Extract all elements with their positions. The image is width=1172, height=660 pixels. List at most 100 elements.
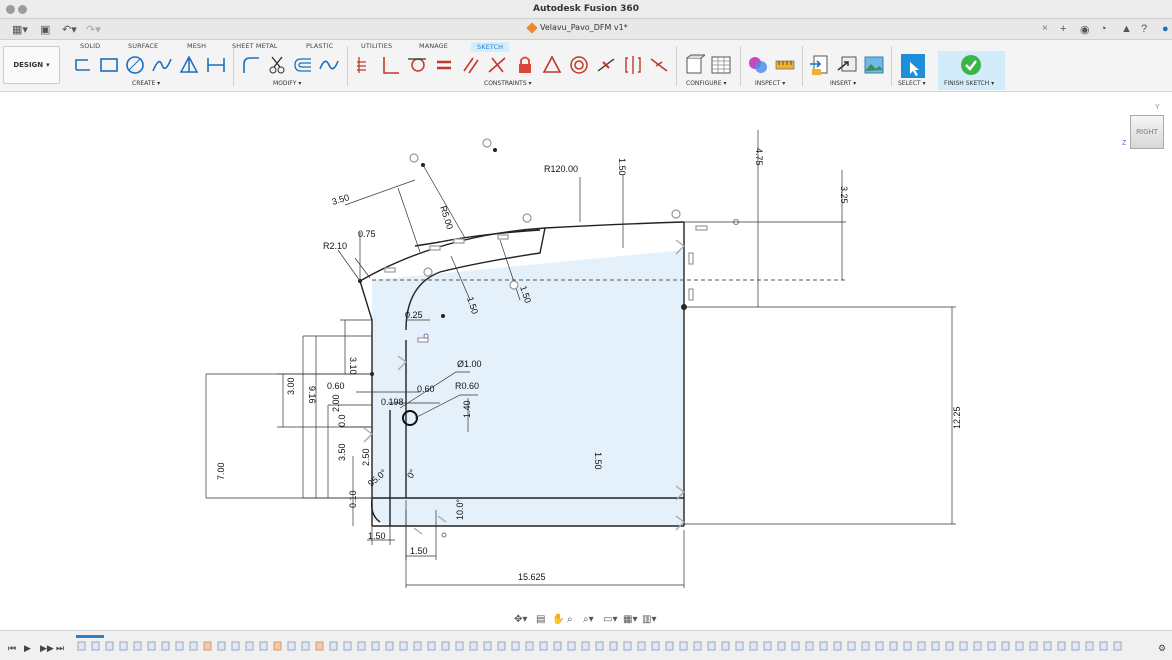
display-component-colors-icon[interactable] [747,54,769,76]
dimension-label[interactable]: 0.0 [337,414,347,427]
display-settings-icon[interactable]: ▭▾ [603,614,617,625]
dimension-label[interactable]: 9.16 [307,386,317,404]
modify-group-label[interactable]: MODIFY ▾ [273,80,302,87]
dimension-label[interactable]: 15.625 [518,572,546,582]
offset-tool-icon[interactable] [292,54,314,76]
dimension-label[interactable]: 1.50 [410,546,428,556]
timeline-feature-icons[interactable] [76,639,1156,653]
dimension-label[interactable]: 1.50 [617,158,627,176]
dimension-label[interactable]: 12.25 [952,406,962,429]
fit-icon[interactable]: ⌕▾ [583,614,594,625]
measure-icon[interactable] [774,54,796,76]
finish-sketch-checkmark-icon[interactable] [960,54,982,76]
dimension-label[interactable]: 0.198 [381,397,404,407]
parallel-constraint-icon[interactable] [460,54,482,76]
fix-constraint-icon[interactable] [514,54,536,76]
dimension-label[interactable]: R2.10 [323,241,347,251]
dimension-label[interactable]: 3.50 [331,192,351,207]
dimension-label[interactable]: 1.50 [593,452,603,470]
dimension-label[interactable]: 2.00 [331,394,341,412]
fillet-tool-icon[interactable] [240,54,262,76]
dimension-label[interactable]: 0.75 [358,229,376,239]
minimize-window-button[interactable] [18,5,27,14]
dimension-label[interactable]: 4.75 [754,148,764,166]
insert-derive-icon[interactable] [808,54,830,76]
pan-icon[interactable]: ✋ [552,612,564,625]
trim-tool-icon[interactable] [266,54,288,76]
configure-group-label[interactable]: CONFIGURE ▾ [686,80,727,87]
play-icon[interactable]: ▶▶ [40,643,54,653]
new-tab-icon[interactable]: + [1060,23,1067,35]
equal-constraint-icon[interactable] [433,54,455,76]
circle-tool-icon[interactable] [124,54,146,76]
redo-icon[interactable]: ↷▾ [86,24,101,36]
tab-plastic[interactable]: PLASTIC [306,42,334,50]
dimension-label[interactable]: 3.50 [337,443,347,461]
extensions-icon[interactable]: ◉ [1080,24,1090,36]
dimension-label[interactable]: 3.00 [286,377,296,395]
insert-group-label[interactable]: INSERT ▾ [830,80,857,87]
configuration-table-icon[interactable] [710,54,732,76]
finish-sketch-label[interactable]: FINISH SKETCH ▾ [944,80,995,87]
select-icon[interactable] [901,54,925,78]
coincident-constraint-icon[interactable] [380,54,402,76]
zoom-icon[interactable]: ⌕ [567,614,573,625]
notifications-icon[interactable]: ▲ [1121,23,1132,35]
perpendicular-constraint-icon[interactable] [486,54,508,76]
sketch-drawing[interactable]: 4.75 1.50 3.25 R120.00 3.50 R5.00 0.75 R… [0,92,1172,630]
undo-icon[interactable]: ↶▾ [62,24,77,36]
job-status-icon[interactable]: ◔ [1100,23,1107,35]
dimension-label[interactable]: 7.00 [216,462,226,480]
viewports-icon[interactable]: ▥▾ [642,614,656,625]
dimension-label[interactable]: 1.50 [368,531,386,541]
go-to-start-icon[interactable]: ⏮ [8,643,17,653]
arc-tool-icon[interactable] [151,54,173,76]
midpoint-constraint-icon[interactable] [595,54,617,76]
change-parameters-icon[interactable] [683,54,705,76]
dimension-label[interactable]: 0.60 [417,384,435,394]
line-tool-icon[interactable] [72,54,94,76]
tangent-constraint-icon[interactable] [406,54,428,76]
grid-snaps-icon[interactable]: ▦▾ [623,614,637,625]
dimension-label[interactable]: R5.00 [438,205,455,231]
save-icon[interactable]: ▣ [40,24,51,36]
inspect-group-label[interactable]: INSPECT ▾ [755,80,786,87]
dimension-label[interactable]: 3.25 [839,186,849,204]
polygon-tool-icon[interactable] [178,54,200,76]
go-to-end-icon[interactable]: ⏭ [56,643,65,653]
dimension-label[interactable]: 0.25 [405,310,423,320]
constraints-group-label[interactable]: CONSTRAINTS ▾ [484,80,532,87]
help-icon[interactable]: ? [1141,23,1148,35]
collinear-constraint-icon[interactable] [622,54,644,76]
dimension-label[interactable]: Ø1.00 [457,359,482,369]
create-group-label[interactable]: CREATE ▾ [132,80,161,87]
tab-solid[interactable]: SOLID [80,42,101,50]
sketch-canvas[interactable]: 4.75 1.50 3.25 R120.00 3.50 R5.00 0.75 R… [0,92,1172,630]
dimension-label[interactable]: 2.50 [361,448,371,466]
mirror-tool-icon[interactable] [205,54,227,76]
curvature-constraint-icon[interactable] [648,54,670,76]
insert-canvas-icon[interactable] [863,54,885,76]
insert-mesh-icon[interactable] [836,54,858,76]
close-window-button[interactable] [6,5,15,14]
look-at-icon[interactable]: ▤ [536,614,545,625]
timeline-settings-icon[interactable]: ⚙ [1158,643,1167,653]
rectangle-tool-icon[interactable] [98,54,120,76]
tab-sheet-metal[interactable]: SHEET METAL [232,42,278,50]
dimension-tool-icon[interactable] [354,54,376,76]
timeline-marker[interactable] [76,635,104,638]
dimension-label[interactable]: 0.10 [348,490,358,508]
dimension-label[interactable]: 10.0° [455,498,465,520]
dimension-label[interactable]: 1.40 [462,400,472,418]
workspace-switcher[interactable]: DESIGN▾ [3,46,60,84]
viewcube[interactable]: RIGHT [1130,115,1164,149]
concentric-constraint-icon[interactable] [568,54,590,76]
symmetry-constraint-icon[interactable] [541,54,563,76]
tab-utilities[interactable]: UTILITIES [361,42,393,50]
spline-tool-icon[interactable] [318,54,340,76]
select-group-label[interactable]: SELECT ▾ [898,80,926,87]
tab-manage[interactable]: MANAGE [419,42,448,50]
data-panel-icon[interactable]: ▦▾ [12,24,28,36]
dimension-label[interactable]: 3.10 [348,357,358,375]
tab-sketch[interactable]: SKETCH [471,42,510,52]
